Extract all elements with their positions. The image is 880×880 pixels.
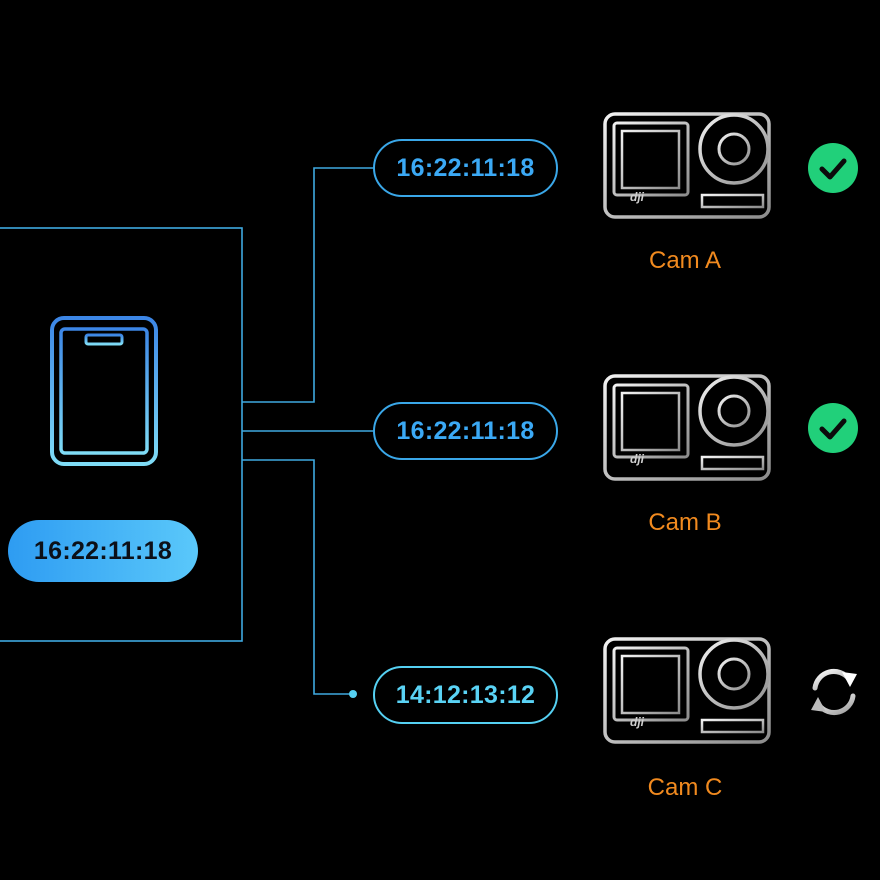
cam-a-timecode: 16:22:11:18 (373, 139, 558, 197)
phone-icon (50, 316, 158, 466)
camera-icon: dji (603, 637, 771, 744)
cam-c-timecode: 14:12:13:12 (373, 666, 558, 724)
camera-icon: dji (603, 374, 771, 481)
cam-b-timecode: 16:22:11:18 (373, 402, 558, 460)
dji-logo: dji (630, 452, 645, 466)
cam-b-label: Cam B (648, 509, 722, 536)
master-timecode: 16:22:11:18 (8, 520, 198, 582)
cam-c-label: Cam C (647, 774, 723, 801)
check-icon (808, 143, 858, 193)
cam-a-label: Cam A (648, 247, 722, 274)
connector-end-dot (349, 690, 357, 698)
dji-logo: dji (630, 190, 645, 204)
master-frame (0, 227, 243, 642)
sync-icon (811, 668, 857, 716)
connector-cam-c (242, 459, 353, 695)
connector-cam-a (242, 167, 373, 403)
camera-icon: dji (603, 112, 771, 219)
dji-logo: dji (630, 715, 645, 729)
check-icon (808, 403, 858, 453)
